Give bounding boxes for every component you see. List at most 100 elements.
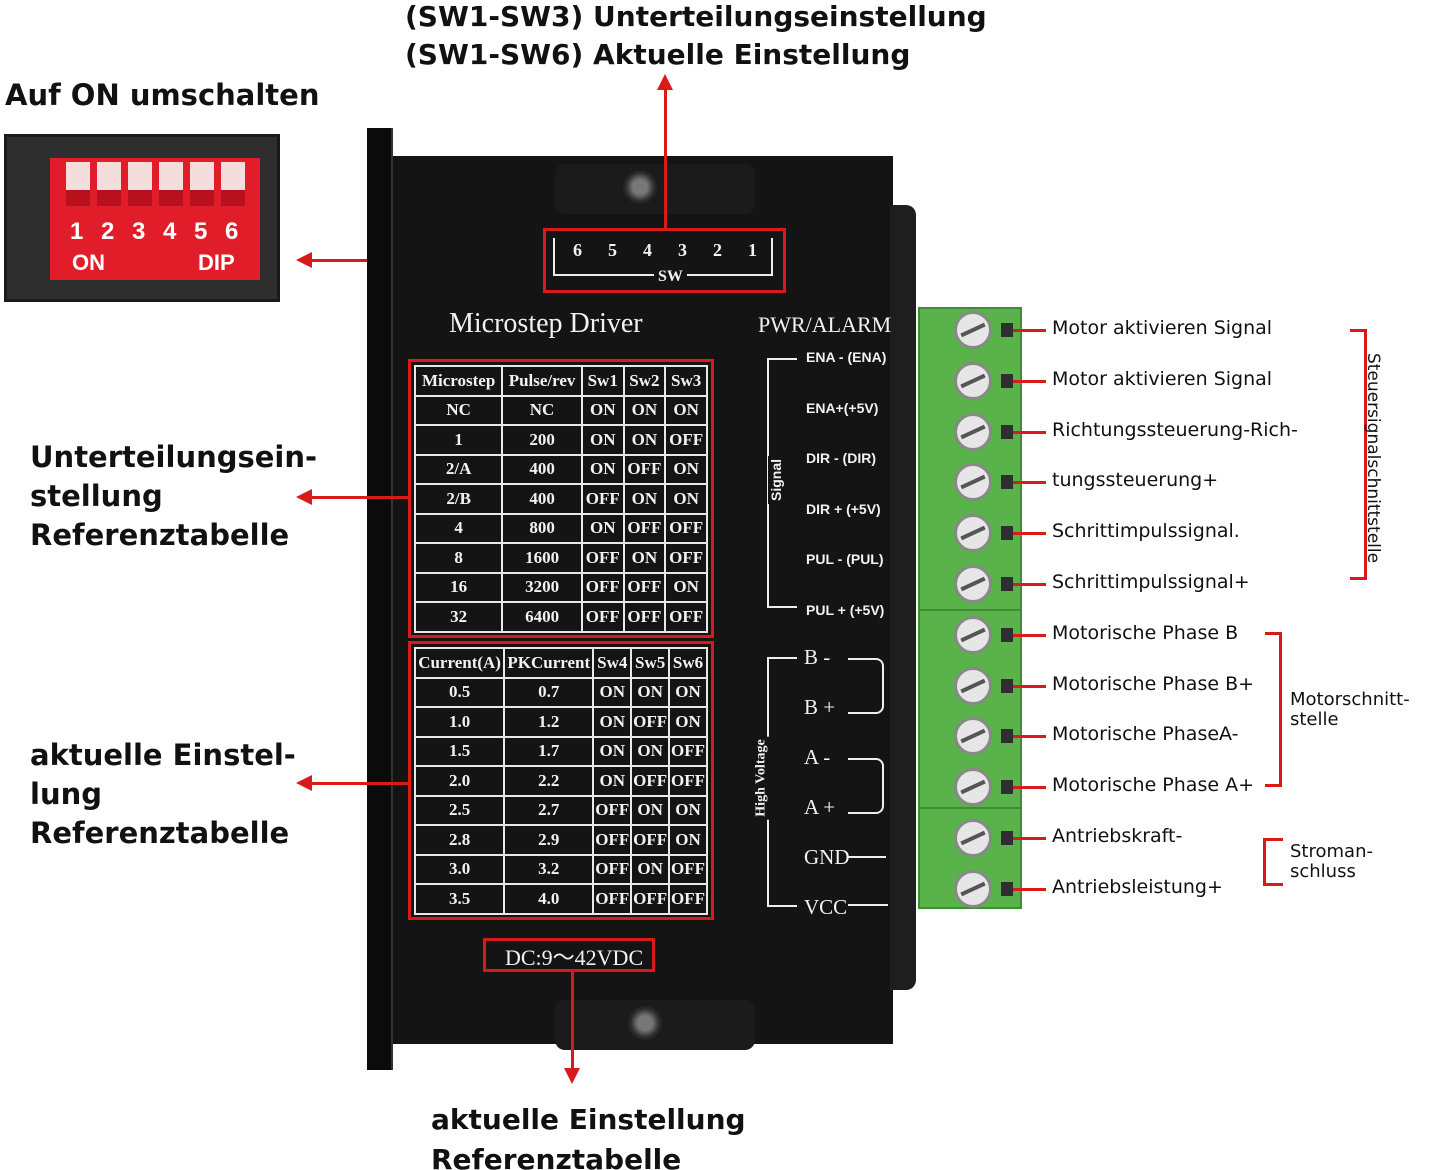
table-cell: 8 <box>413 542 504 574</box>
table-cell: ON <box>592 676 633 708</box>
terminal-screw-icon <box>954 666 992 705</box>
terminal-label: Antriebsleistung+ <box>1052 875 1223 898</box>
table-cell: ON <box>630 853 671 885</box>
terminal-screw-icon <box>954 615 992 654</box>
microstep-caption-line2: stellung <box>30 479 163 513</box>
table-cell: 2.9 <box>503 824 595 856</box>
control-group-bracket <box>1350 329 1367 580</box>
terminal-leader-line <box>1013 481 1046 485</box>
table-cell: OFF <box>592 794 633 826</box>
table-cell: 3.0 <box>413 853 506 885</box>
table-cell: OFF <box>580 483 625 515</box>
motor-group-line1: Motorschnitt- <box>1290 689 1410 710</box>
microstep-caption: Unterteilungsein- stellung Referenztabel… <box>30 438 317 555</box>
power-pin-label: B - <box>804 645 831 669</box>
table-cell: ON <box>622 394 667 426</box>
table-cell: 2/B <box>413 483 504 515</box>
table-cell: OFF <box>668 735 708 767</box>
table-cell: 1.0 <box>413 706 506 738</box>
dip-switch-3 <box>128 162 152 206</box>
table-cell: ON <box>630 794 671 826</box>
terminal-leader-line <box>1013 329 1046 332</box>
terminal-label: Motorische Phase B <box>1052 621 1239 644</box>
dc-label: DC:9～42VDC <box>505 945 644 970</box>
hv-bracket <box>767 657 797 907</box>
table-cell: 3.2 <box>503 853 595 885</box>
arrow-line-microstep <box>312 496 408 499</box>
table-cell: ON <box>664 571 708 603</box>
table-cell: 400 <box>501 483 583 515</box>
bottom-screw-icon <box>628 1006 662 1040</box>
table-cell: OFF <box>592 853 633 885</box>
motor-group-bracket <box>1265 632 1282 787</box>
table-cell: ON <box>664 453 708 485</box>
terminal-lead <box>1001 831 1013 845</box>
microstep-caption-line3: Referenztabelle <box>30 518 290 552</box>
signal-pin-label: DIR - (DIR) <box>806 450 876 466</box>
top-caption-line2: (SW1-SW6) Aktuelle Einstellung <box>405 38 911 71</box>
sw-number-3: 3 <box>678 240 687 260</box>
sw-number-1: 1 <box>748 240 757 260</box>
terminal-screw-icon <box>954 819 992 857</box>
signal-pin-label: PUL - (PUL) <box>806 551 884 567</box>
arrow-line-top <box>664 90 667 228</box>
top-screw-icon <box>623 170 657 204</box>
current-caption-line3: Referenztabelle <box>30 816 290 850</box>
current-caption-line1: aktuelle Einstel- <box>30 738 296 772</box>
dip-number-2: 2 <box>101 218 115 245</box>
terminal-lead <box>1001 526 1013 541</box>
table-cell: ON <box>592 765 633 797</box>
table-cell: ON <box>592 735 633 767</box>
table-cell: ON <box>580 453 625 485</box>
terminal-leader-line <box>1013 786 1046 790</box>
table-cell: 2.7 <box>503 794 595 826</box>
table-cell: OFF <box>580 601 625 633</box>
table-cell: 200 <box>501 424 583 456</box>
terminal-leader-line <box>1013 684 1046 688</box>
bottom-caption: aktuelle Einstellung Referenztabelle <box>431 1100 746 1170</box>
terminal-label: Motorische Phase A+ <box>1052 774 1254 797</box>
table-cell: 400 <box>501 453 583 485</box>
table-cell: ON <box>622 483 667 515</box>
pwr-alarm-label: PWR/ALARM <box>758 312 892 337</box>
dip-number-5: 5 <box>194 218 208 245</box>
driver-title: Microstep Driver <box>449 308 643 339</box>
power-group-line1: Stroman- <box>1290 841 1373 862</box>
coil-a-icon <box>848 758 884 814</box>
table-cell: OFF <box>580 571 625 603</box>
terminal-label: Schrittimpulssignal+ <box>1052 571 1250 593</box>
table-cell: 0.5 <box>413 676 506 708</box>
table-cell: OFF <box>622 512 667 544</box>
table-cell: ON <box>664 394 708 426</box>
arrow-head-current <box>296 775 312 791</box>
microstep-caption-line1: Unterteilungsein- <box>30 440 318 474</box>
driver-flange <box>367 128 393 1070</box>
sw-number-5: 5 <box>608 240 617 260</box>
table-cell: 1.2 <box>503 706 595 738</box>
table-cell: ON <box>664 483 708 515</box>
signal-label: Signal <box>768 455 785 505</box>
table-cell: OFF <box>592 883 633 915</box>
terminal-screw-icon <box>954 412 992 451</box>
current_table-header-2: Sw4 <box>592 647 633 679</box>
terminal-screw-icon <box>954 869 992 908</box>
terminal-lead <box>1001 323 1013 337</box>
sw-number-4: 4 <box>643 240 652 260</box>
table-cell: 800 <box>501 512 583 544</box>
arrow-head-dip <box>296 252 312 268</box>
current_table-header-1: PKCurrent <box>503 647 595 679</box>
table-cell: 2/A <box>413 453 504 485</box>
terminal-lead <box>1001 424 1013 439</box>
table-cell: 1.5 <box>413 735 506 767</box>
power-pin-label: VCC <box>804 895 848 919</box>
terminal-leader-line <box>1013 887 1046 891</box>
